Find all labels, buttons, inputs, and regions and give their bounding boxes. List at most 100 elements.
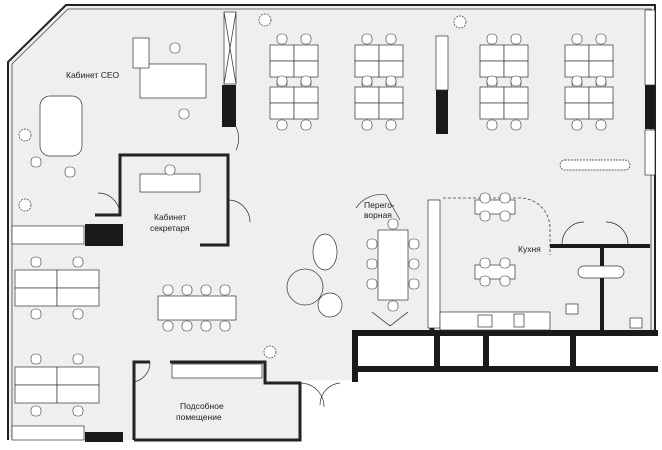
- chair: [571, 119, 583, 131]
- ceo-desk: [139, 63, 207, 99]
- desk: [479, 44, 505, 62]
- desk: [354, 86, 380, 104]
- desk: [269, 86, 295, 104]
- chair: [479, 257, 491, 269]
- lounge-chair: [317, 292, 343, 318]
- ceo-cabinet: [132, 37, 150, 69]
- chair: [595, 119, 607, 131]
- chair: [595, 33, 607, 45]
- toilet: [565, 303, 579, 315]
- chair: [72, 308, 84, 320]
- chair: [387, 218, 399, 230]
- chair: [300, 33, 312, 45]
- chair: [276, 33, 288, 45]
- desk: [354, 44, 380, 62]
- desk: [564, 44, 590, 62]
- room-label-secretary-2: секретаря: [150, 223, 190, 233]
- chair: [385, 119, 397, 131]
- chair: [164, 164, 176, 176]
- chair: [30, 353, 42, 365]
- wc-sink: [577, 265, 625, 279]
- plant-icon: [453, 15, 467, 29]
- chair: [276, 75, 288, 87]
- desk: [588, 102, 614, 120]
- desk: [479, 60, 505, 78]
- desk: [564, 60, 590, 78]
- desk: [564, 86, 590, 104]
- desk: [378, 86, 404, 104]
- chair: [169, 42, 181, 54]
- chair: [366, 238, 378, 250]
- desk: [378, 102, 404, 120]
- room-label-utility: Подсобное: [180, 401, 224, 411]
- open-area-table: [157, 295, 237, 321]
- chair: [300, 75, 312, 87]
- desk: [14, 384, 58, 404]
- bottom-wall: [352, 330, 658, 336]
- chair: [479, 275, 491, 287]
- desk: [269, 44, 295, 62]
- plant-icon: [258, 13, 272, 27]
- chair: [64, 166, 76, 178]
- desk: [56, 366, 100, 386]
- chair: [571, 75, 583, 87]
- toilet: [629, 317, 643, 329]
- desk: [269, 60, 295, 78]
- lounge-rug: [286, 268, 324, 306]
- plant-icon: [18, 198, 32, 212]
- chair: [479, 210, 491, 222]
- chair: [300, 119, 312, 131]
- chair: [181, 284, 193, 296]
- chair: [72, 353, 84, 365]
- desk: [503, 86, 529, 104]
- desk: [354, 60, 380, 78]
- kitchen-sink: [477, 314, 493, 328]
- desk: [503, 102, 529, 120]
- desk: [14, 366, 58, 386]
- desk: [479, 86, 505, 104]
- desk: [293, 86, 319, 104]
- desk: [588, 44, 614, 62]
- chair: [30, 405, 42, 417]
- desk: [588, 60, 614, 78]
- desk: [293, 102, 319, 120]
- storage-room: [360, 338, 432, 365]
- chair: [408, 278, 420, 290]
- room-label-meeting: Перего-: [364, 200, 395, 210]
- desk: [378, 44, 404, 62]
- chair: [595, 75, 607, 87]
- plant-planter: [559, 159, 631, 171]
- room-label-utility-2: помещение: [176, 412, 222, 422]
- desk: [14, 287, 58, 307]
- chair: [486, 75, 498, 87]
- desk: [56, 269, 100, 289]
- desk: [56, 384, 100, 404]
- chair: [361, 75, 373, 87]
- plant-icon: [18, 128, 32, 142]
- chair: [499, 275, 511, 287]
- desk: [293, 60, 319, 78]
- chair: [162, 284, 174, 296]
- chair: [510, 75, 522, 87]
- chair: [571, 33, 583, 45]
- chair: [219, 284, 231, 296]
- room-label-meeting-2: ворная: [364, 210, 392, 220]
- chair: [361, 33, 373, 45]
- chair: [200, 284, 212, 296]
- chair: [30, 256, 42, 268]
- chair: [361, 119, 373, 131]
- desk: [479, 102, 505, 120]
- chair: [72, 405, 84, 417]
- chair: [510, 119, 522, 131]
- chair: [178, 108, 190, 120]
- chair: [385, 33, 397, 45]
- desk: [503, 44, 529, 62]
- chair: [72, 256, 84, 268]
- ceo-sofa: [39, 95, 83, 157]
- chair: [408, 238, 420, 250]
- chair: [30, 156, 42, 168]
- chair: [30, 308, 42, 320]
- furniture: [14, 13, 643, 417]
- chair: [486, 33, 498, 45]
- desk: [564, 102, 590, 120]
